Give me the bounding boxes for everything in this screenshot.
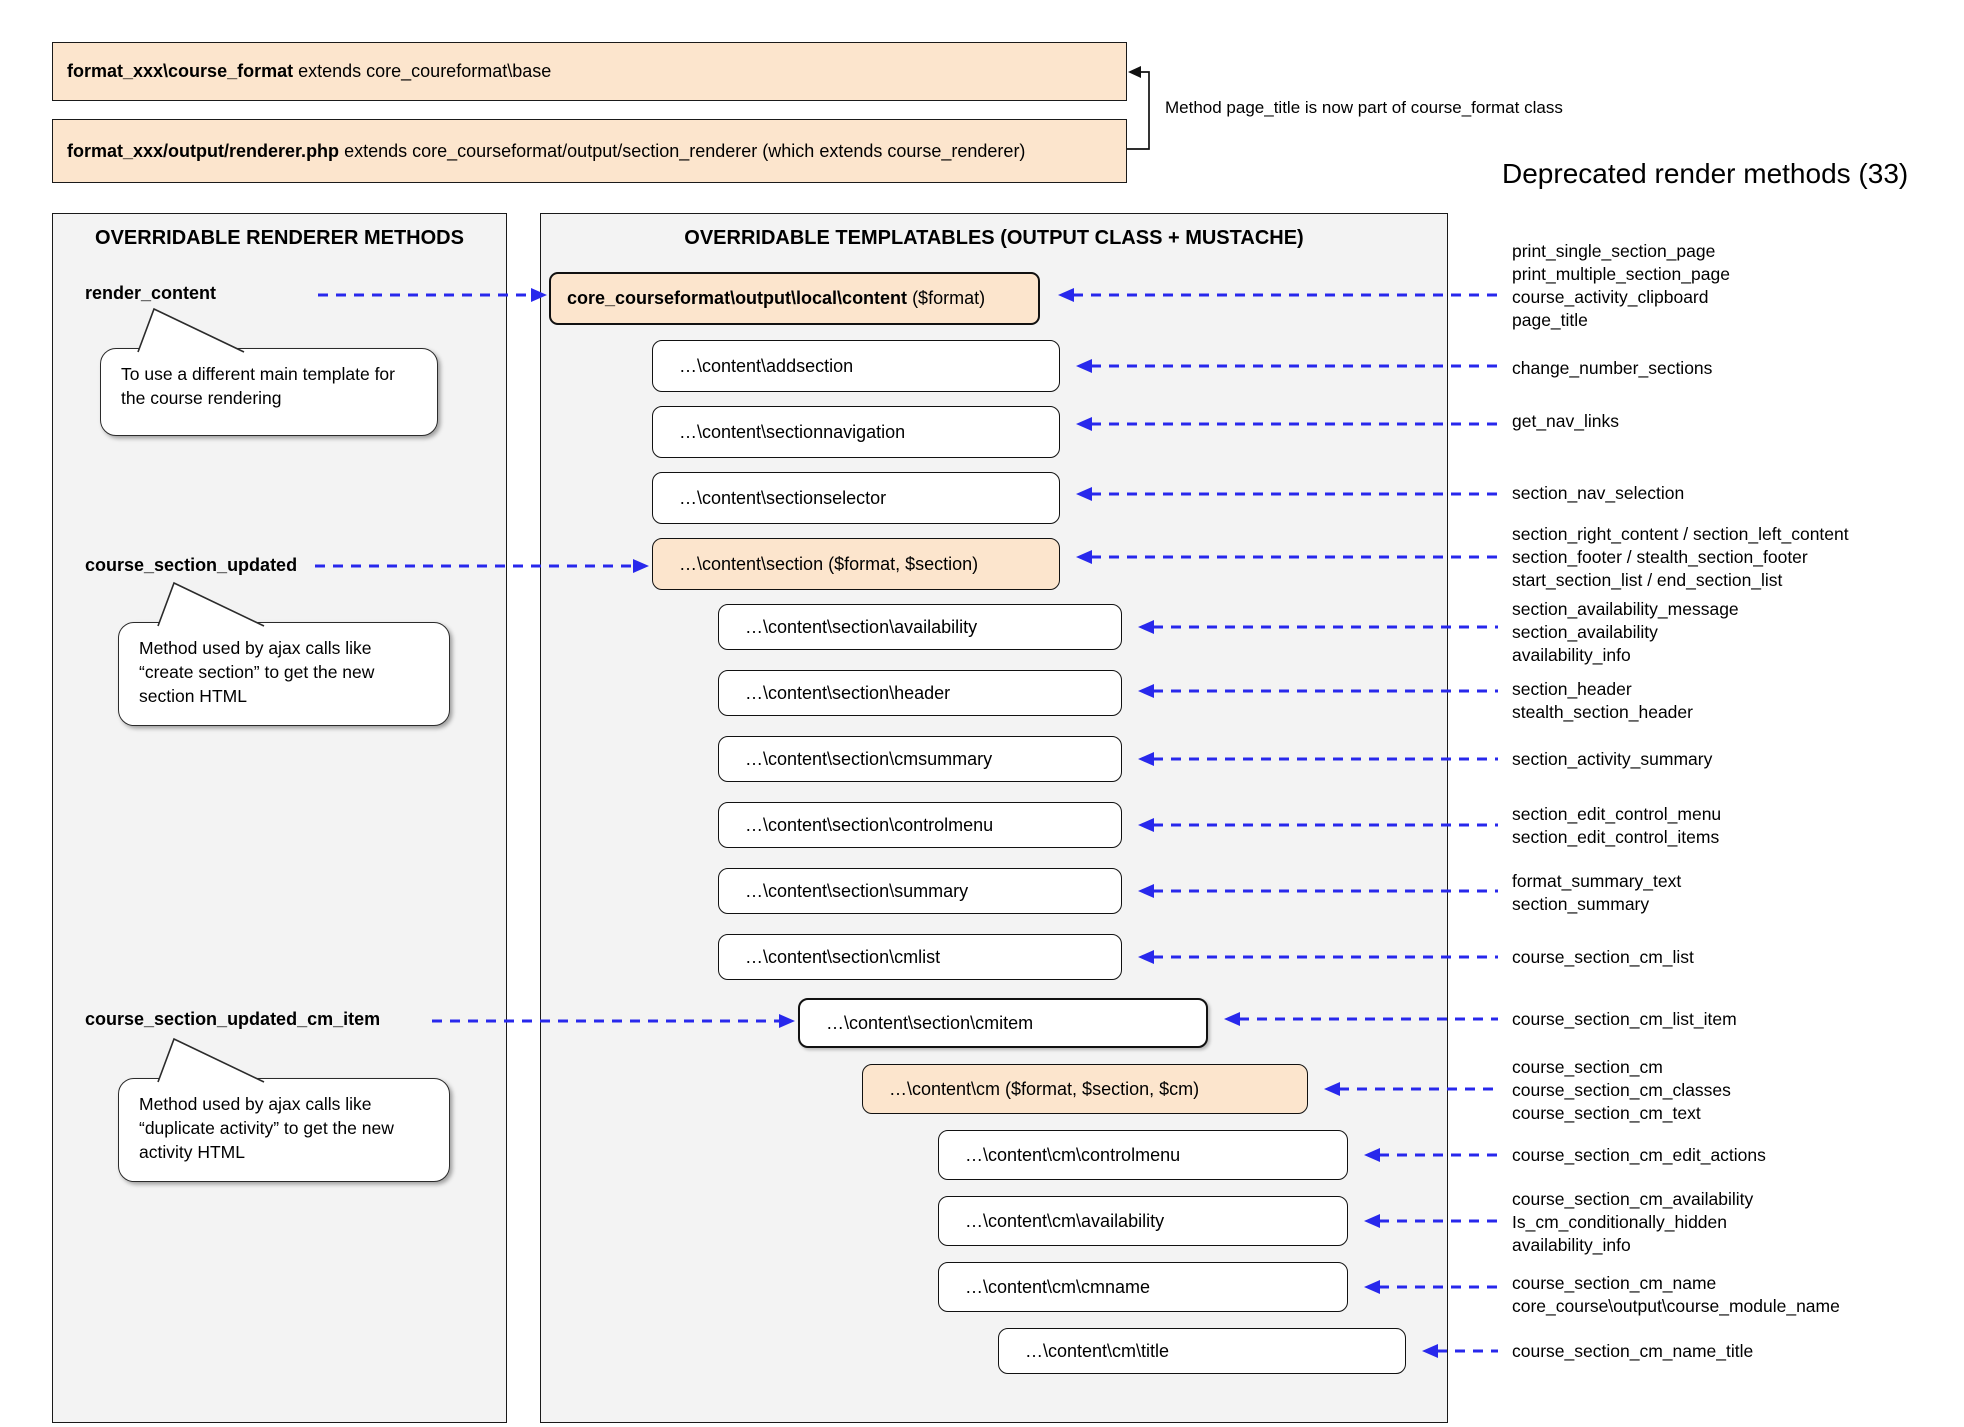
callout-course-section-updated: Method used by ajax calls like “create s… — [118, 622, 450, 726]
deprecated-group: print_single_section_page print_multiple… — [1512, 241, 1730, 330]
class-box-2-bold: format_xxx/output/renderer.php — [67, 140, 340, 161]
callout-render-content: To use a different main template for the… — [100, 348, 438, 436]
deprecated-group: get_nav_links — [1512, 411, 1620, 431]
box-section-header: …\content\section\header — [718, 670, 1122, 716]
box-cm-title: …\content\cm\title — [998, 1328, 1406, 1374]
box-section-availability: …\content\section\availability — [718, 604, 1122, 650]
deprecated-group: section_availability_message section_ava… — [1512, 599, 1739, 665]
deprecated-group: course_section_cm_edit_actions — [1512, 1145, 1766, 1165]
bracket — [1127, 66, 1150, 150]
deprecated-group: change_number_sections — [1512, 358, 1713, 378]
deprecated-group: section_right_content / section_left_con… — [1512, 524, 1849, 590]
deprecated-methods-title: Deprecated render methods (33) — [1502, 158, 1909, 189]
box-content: core_courseformat\output\local\content (… — [549, 272, 1040, 325]
box-cm: …\content\cm ($format, $section, $cm) — [862, 1064, 1308, 1114]
deprecated-group: section_edit_control_menu section_edit_c… — [1512, 804, 1722, 847]
deprecated-group: section_header stealth_section_header — [1512, 679, 1693, 722]
deprecated-group: course_section_cm_name core_course\outpu… — [1512, 1273, 1840, 1316]
class-box-renderer: format_xxx/output/renderer.php extends c… — [52, 119, 1127, 183]
deprecated-group: course_section_cm course_section_cm_clas… — [1512, 1057, 1731, 1123]
templatables-panel-title: OVERRIDABLE TEMPLATABLES (OUTPUT CLASS +… — [684, 227, 1304, 249]
deprecated-group: format_summary_text section_summary — [1512, 871, 1682, 914]
page-title-note: Method page_title is now part of course_… — [1165, 98, 1563, 117]
box-section-summary: …\content\section\summary — [718, 868, 1122, 914]
method-render-content: render_content — [85, 283, 217, 303]
class-box-2-rest: extends core_courseformat/output/section… — [339, 140, 1026, 161]
callout-tail — [157, 1037, 265, 1083]
class-box-1-rest: extends core_coureformat\base — [293, 61, 552, 82]
deprecated-group: course_section_cm_list_item — [1512, 1009, 1737, 1029]
deprecated-group: course_section_cm_list — [1512, 947, 1694, 967]
box-content-rest: ($format) — [907, 288, 986, 308]
callout-tail — [137, 307, 245, 353]
box-addsection: …\content\addsection — [652, 340, 1060, 392]
box-section-cmsummary: …\content\section\cmsummary — [718, 736, 1122, 782]
box-section-controlmenu: …\content\section\controlmenu — [718, 802, 1122, 848]
box-sectionselector: …\content\sectionselector — [652, 472, 1060, 524]
deprecated-group: course_section_cm_name_title — [1512, 1341, 1754, 1361]
deprecated-group: section_nav_selection — [1512, 483, 1685, 503]
box-section-cmitem: …\content\section\cmitem — [798, 998, 1208, 1048]
method-course-section-updated: course_section_updated — [85, 555, 298, 575]
renderer-methods-panel-title: OVERRIDABLE RENDERER METHODS — [95, 227, 464, 249]
box-section-cmlist: …\content\section\cmlist — [718, 934, 1122, 980]
box-sectionnavigation: …\content\sectionnavigation — [652, 406, 1060, 458]
class-box-course-format: format_xxx\course_format extends core_co… — [52, 42, 1127, 101]
deprecated-group: section_activity_summary — [1512, 749, 1713, 769]
box-content-bold: core_courseformat\output\local\content — [567, 288, 908, 308]
class-box-1-bold: format_xxx\course_format — [67, 61, 294, 82]
callout-tail — [157, 581, 265, 627]
box-section: …\content\section ($format, $section) — [652, 538, 1060, 590]
method-course-section-updated-cm-item: course_section_updated_cm_item — [85, 1009, 381, 1029]
deprecated-group: course_section_cm_availability Is_cm_con… — [1512, 1189, 1754, 1255]
callout-course-section-updated-cm-item: Method used by ajax calls like “duplicat… — [118, 1078, 450, 1182]
box-cm-availability: …\content\cm\availability — [938, 1196, 1348, 1246]
box-cm-controlmenu: …\content\cm\controlmenu — [938, 1130, 1348, 1180]
box-cm-cmname: …\content\cm\cmname — [938, 1262, 1348, 1312]
